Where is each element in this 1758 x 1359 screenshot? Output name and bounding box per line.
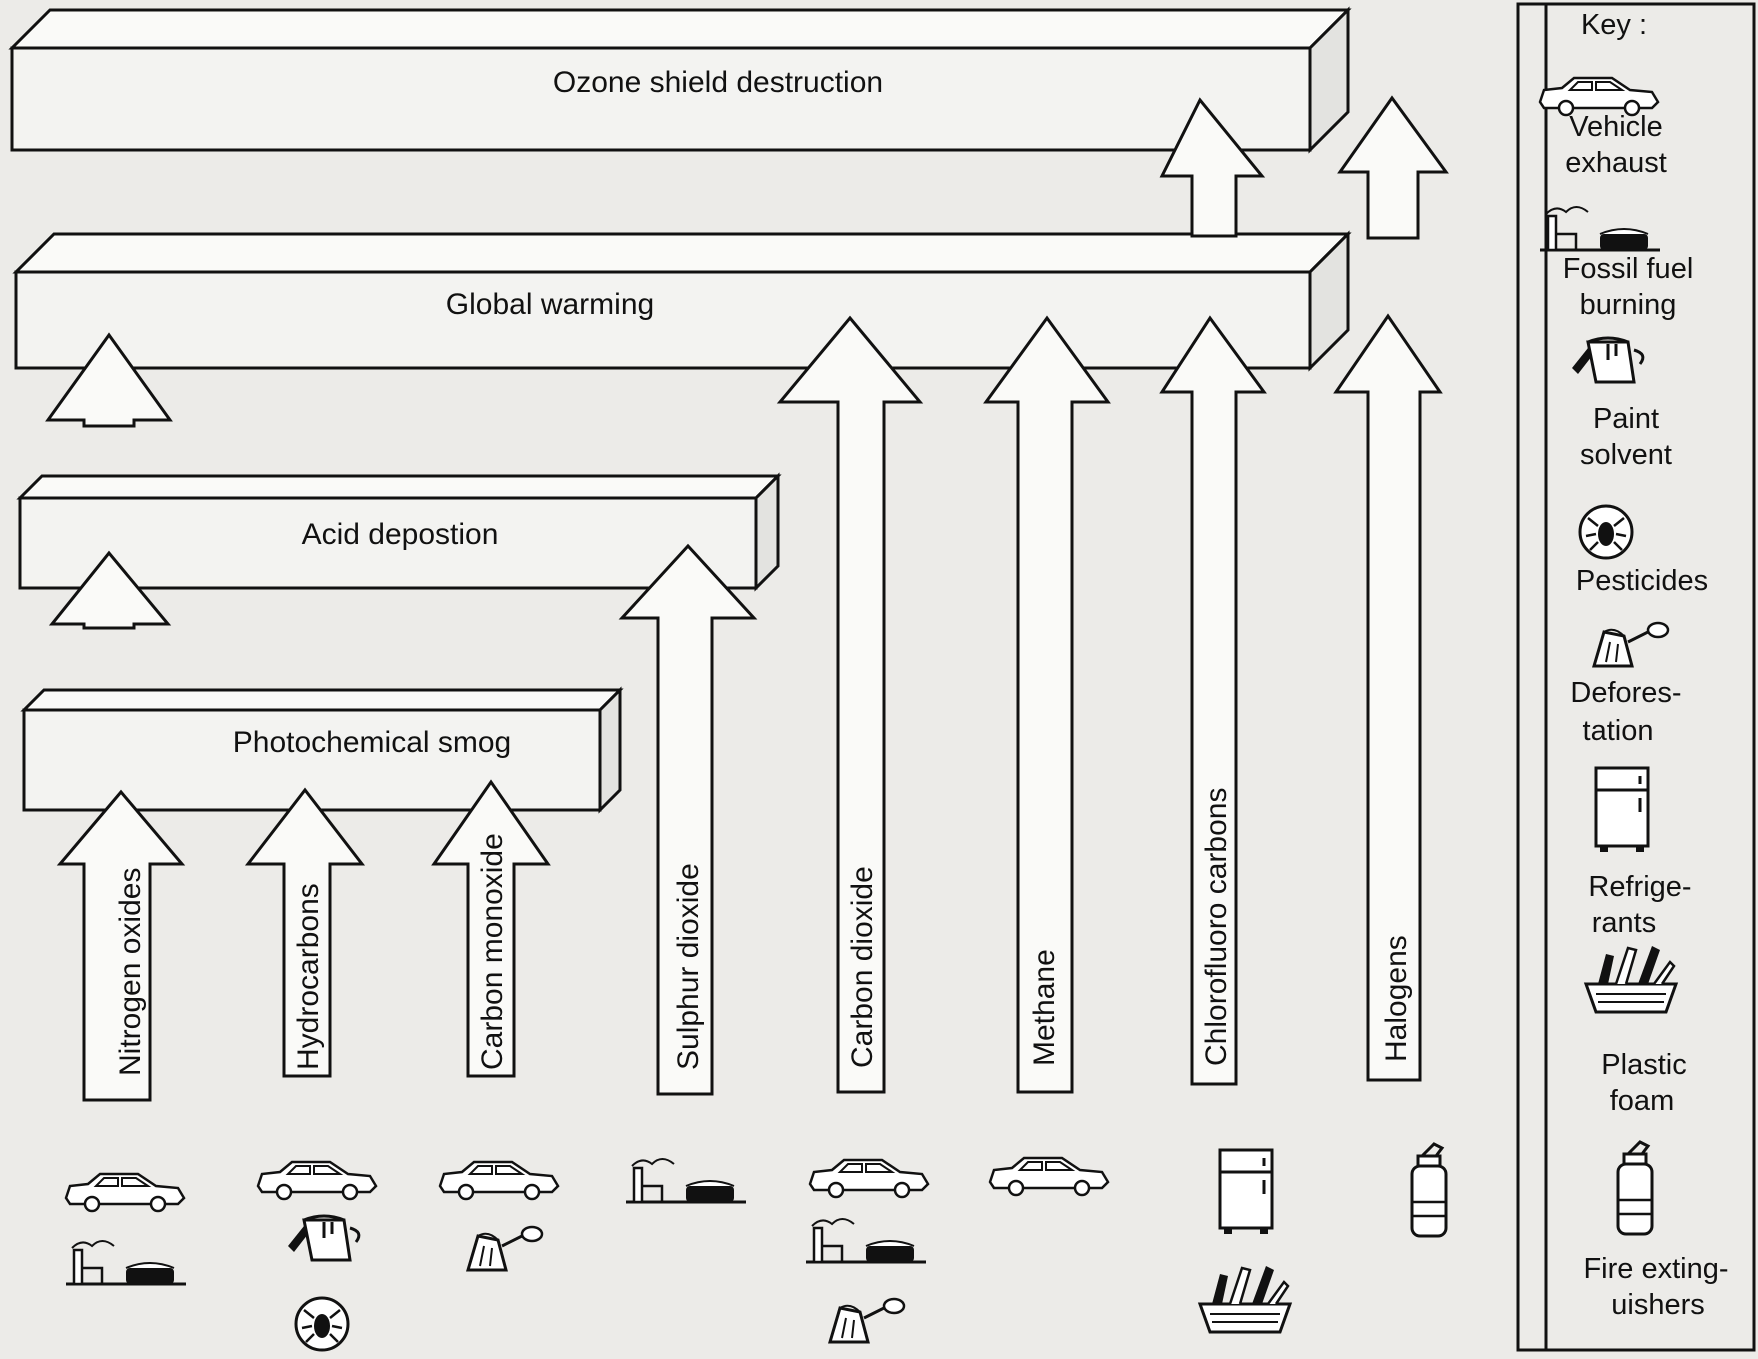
sulphur-dioxide-arrow <box>618 543 758 1096</box>
bug-icon <box>1578 504 1634 560</box>
key-deforest-line2: tation <box>1583 715 1654 747</box>
carbon-monoxide-arrow <box>431 779 551 1078</box>
photochemical-smog-label: Photochemical smog <box>233 726 511 759</box>
halogens-arrow-upper <box>1337 95 1449 240</box>
photochemical-smog-box <box>20 686 624 814</box>
sulphur-dioxide-label: Sulphur dioxide <box>672 863 705 1070</box>
acid-deposition-box <box>16 472 782 592</box>
arrows <box>45 95 1449 1102</box>
halogens-label: Halogens <box>1380 935 1413 1062</box>
ozone-label: Ozone shield destruction <box>553 66 883 99</box>
tree-stump-icon <box>828 1297 906 1344</box>
methane-label: Methane <box>1028 949 1061 1066</box>
global-warming-label: Global warming <box>446 288 654 321</box>
key-title: Key : <box>1581 9 1647 41</box>
tree-stump-icon <box>466 1225 544 1272</box>
acid-deposition-label: Acid depostion <box>302 518 499 551</box>
key-panel: Key : Vehicle exhaust Fossil fuel burnin… <box>1516 2 1756 1352</box>
refrigerator-icon <box>1594 766 1650 854</box>
car-icon <box>988 1156 1110 1197</box>
ozone-box <box>8 6 1352 154</box>
car-icon <box>256 1160 378 1201</box>
factory-icon <box>624 1157 748 1204</box>
key-refrig-line1: Refrige- <box>1588 871 1691 903</box>
key-fossil-line2: burning <box>1580 289 1677 321</box>
carbon-dioxide-label: Carbon dioxide <box>846 866 879 1068</box>
plastic-basket-icon <box>1198 1264 1292 1334</box>
key-plastic-line2: foam <box>1610 1085 1674 1117</box>
key-refrig-line2: rants <box>1592 907 1656 939</box>
factory-icon <box>804 1217 928 1264</box>
car-icon <box>438 1160 560 1201</box>
paint-can-icon <box>1570 336 1645 384</box>
car-icon <box>808 1158 930 1199</box>
key-deforest-line1: Defores- <box>1570 677 1681 709</box>
key-fire-line2: uishers <box>1611 1289 1705 1321</box>
global-warming-box <box>12 230 1352 372</box>
bug-icon <box>294 1296 350 1352</box>
car-icon <box>1538 76 1660 117</box>
nitrogen-oxides-arrow-top <box>45 332 173 428</box>
nitrogen-oxides-label: Nitrogen oxides <box>114 868 147 1076</box>
chlorofluoro-carbons-label: Chlorofluoro carbons <box>1200 788 1233 1066</box>
tree-stump-icon <box>1592 621 1670 668</box>
paint-can-icon <box>286 1214 361 1262</box>
nitrogen-oxides-arrow-mid <box>48 550 172 630</box>
fire-extinguisher-icon <box>1410 1142 1448 1238</box>
carbon-dioxide-arrow <box>776 315 924 1094</box>
nitrogen-oxides-arrow <box>56 789 186 1102</box>
methane-arrow <box>983 315 1111 1094</box>
hydrocarbons-label: Hydrocarbons <box>292 883 325 1070</box>
halogens-arrow <box>1333 313 1443 1082</box>
key-vehicle-line1: Vehicle <box>1569 111 1663 143</box>
source-icons <box>64 1142 1448 1352</box>
key-fossil-line1: Fossil fuel <box>1563 253 1694 285</box>
chlorofluoro-carbons-arrow-upper <box>1159 97 1266 238</box>
factory-icon <box>64 1239 188 1286</box>
key-paint-line2: solvent <box>1580 439 1672 471</box>
fire-extinguisher-icon <box>1616 1140 1654 1236</box>
key-fire-line1: Fire exting- <box>1583 1253 1728 1285</box>
refrigerator-icon <box>1218 1148 1274 1236</box>
key-plastic-line1: Plastic <box>1601 1049 1686 1081</box>
hydrocarbons-arrow <box>244 787 366 1078</box>
key-pesticides: Pesticides <box>1576 565 1708 597</box>
carbon-monoxide-label: Carbon monoxide <box>476 833 509 1070</box>
car-icon <box>64 1172 186 1213</box>
key-vehicle-line2: exhaust <box>1565 147 1667 179</box>
chlorofluoro-carbons-arrow <box>1159 315 1267 1086</box>
key-paint-line1: Paint <box>1593 403 1659 435</box>
plastic-basket-icon <box>1584 944 1678 1014</box>
factory-icon <box>1538 205 1662 252</box>
